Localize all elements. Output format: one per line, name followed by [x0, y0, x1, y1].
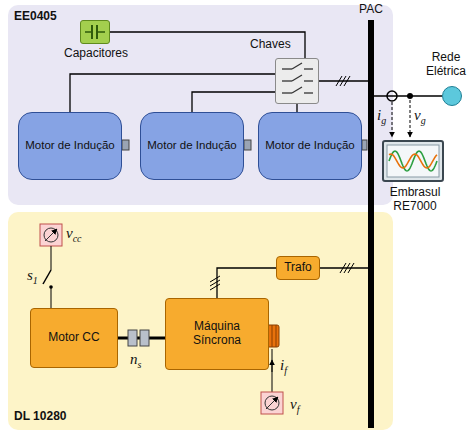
voltage-sensor	[407, 93, 413, 99]
region-panel: DL 10280 Motor CC Máquina Síncrona Trafo	[8, 212, 393, 430]
transformer-box: Trafo	[276, 256, 320, 280]
synchronous-machine: Máquina Síncrona	[165, 298, 269, 370]
node-label: DL 10280	[14, 410, 66, 424]
switch-blade	[43, 270, 51, 284]
node-label: EE0405	[14, 10, 57, 24]
field-wire	[272, 349, 273, 392]
capacitor-bank: Capacitores	[80, 20, 110, 44]
motor-shaft	[362, 140, 367, 150]
source-symbol	[44, 228, 58, 242]
tick	[210, 276, 220, 282]
current-sensor	[387, 91, 397, 101]
ee0405-panel	[8, 5, 393, 205]
variable-arrow	[45, 229, 57, 241]
node-label: Rede Elétrica	[420, 51, 472, 79]
power-analyzer: Embrasul RE7000	[382, 140, 444, 182]
node-label: Capacitores	[56, 47, 136, 61]
dl10280-panel	[8, 212, 393, 430]
pcc-bus: PAC	[368, 20, 374, 428]
signal-name: ig	[377, 108, 386, 126]
node-label: Trafo	[280, 259, 316, 277]
signal-name: s1	[27, 268, 38, 286]
coupling-half	[128, 330, 137, 346]
node-label: Embrasul RE7000	[380, 186, 450, 214]
node-label: Motor CC	[44, 329, 103, 347]
signal-name: vf	[290, 397, 299, 415]
node-label: Máquina Síncrona	[166, 318, 268, 350]
node-label: Motor de Indução	[21, 137, 119, 154]
dc-source	[40, 224, 62, 246]
node-label: Chaves	[250, 38, 291, 52]
tick	[344, 76, 350, 86]
variable-arrow	[266, 397, 278, 409]
tick	[348, 263, 354, 273]
switch-symbols	[276, 59, 318, 103]
measurement-arrow	[410, 100, 411, 137]
induction-motor: Motor de Indução	[140, 112, 244, 180]
power-line	[70, 74, 275, 112]
capacitor-icon	[81, 21, 109, 43]
exciter-ring	[276, 325, 277, 347]
region-panel: EE0405CapacitoresChavesMotor de InduçãoM…	[8, 5, 393, 205]
signal-name: if	[280, 358, 287, 376]
field-current-arrow	[272, 360, 273, 372]
induction-motor: Motor de Indução	[258, 112, 362, 180]
induction-motor: Motor de Indução	[18, 112, 122, 180]
node-label: Motor de Indução	[143, 137, 241, 154]
wire	[51, 246, 52, 270]
power-line	[192, 92, 275, 112]
power-line	[296, 104, 297, 112]
waveform-screen	[384, 142, 442, 180]
waveform	[389, 151, 437, 171]
node-label: Motor de Indução	[261, 137, 359, 154]
node-label: PAC	[356, 3, 386, 17]
source-symbol	[265, 396, 279, 410]
signal-name: vg	[414, 108, 426, 126]
switch-box: Chaves	[275, 58, 319, 104]
wire	[51, 287, 52, 308]
dc-motor: Motor CC	[30, 308, 118, 368]
signal-name: ns	[130, 352, 141, 370]
waveform	[389, 154, 437, 168]
dc-source	[261, 392, 283, 414]
power-line	[110, 32, 305, 58]
meter-screen	[387, 145, 439, 177]
signal-name: vcc	[66, 226, 82, 244]
motor-shaft	[122, 140, 129, 150]
power-line	[320, 267, 368, 268]
measurement-arrow	[392, 102, 393, 137]
coupling-half	[140, 330, 149, 346]
power-line	[217, 268, 276, 298]
motor-shaft	[244, 140, 251, 150]
three-phase-ticks	[210, 76, 354, 290]
grid-source: Rede Elétrica	[442, 86, 462, 106]
exciter-ring	[272, 325, 273, 347]
